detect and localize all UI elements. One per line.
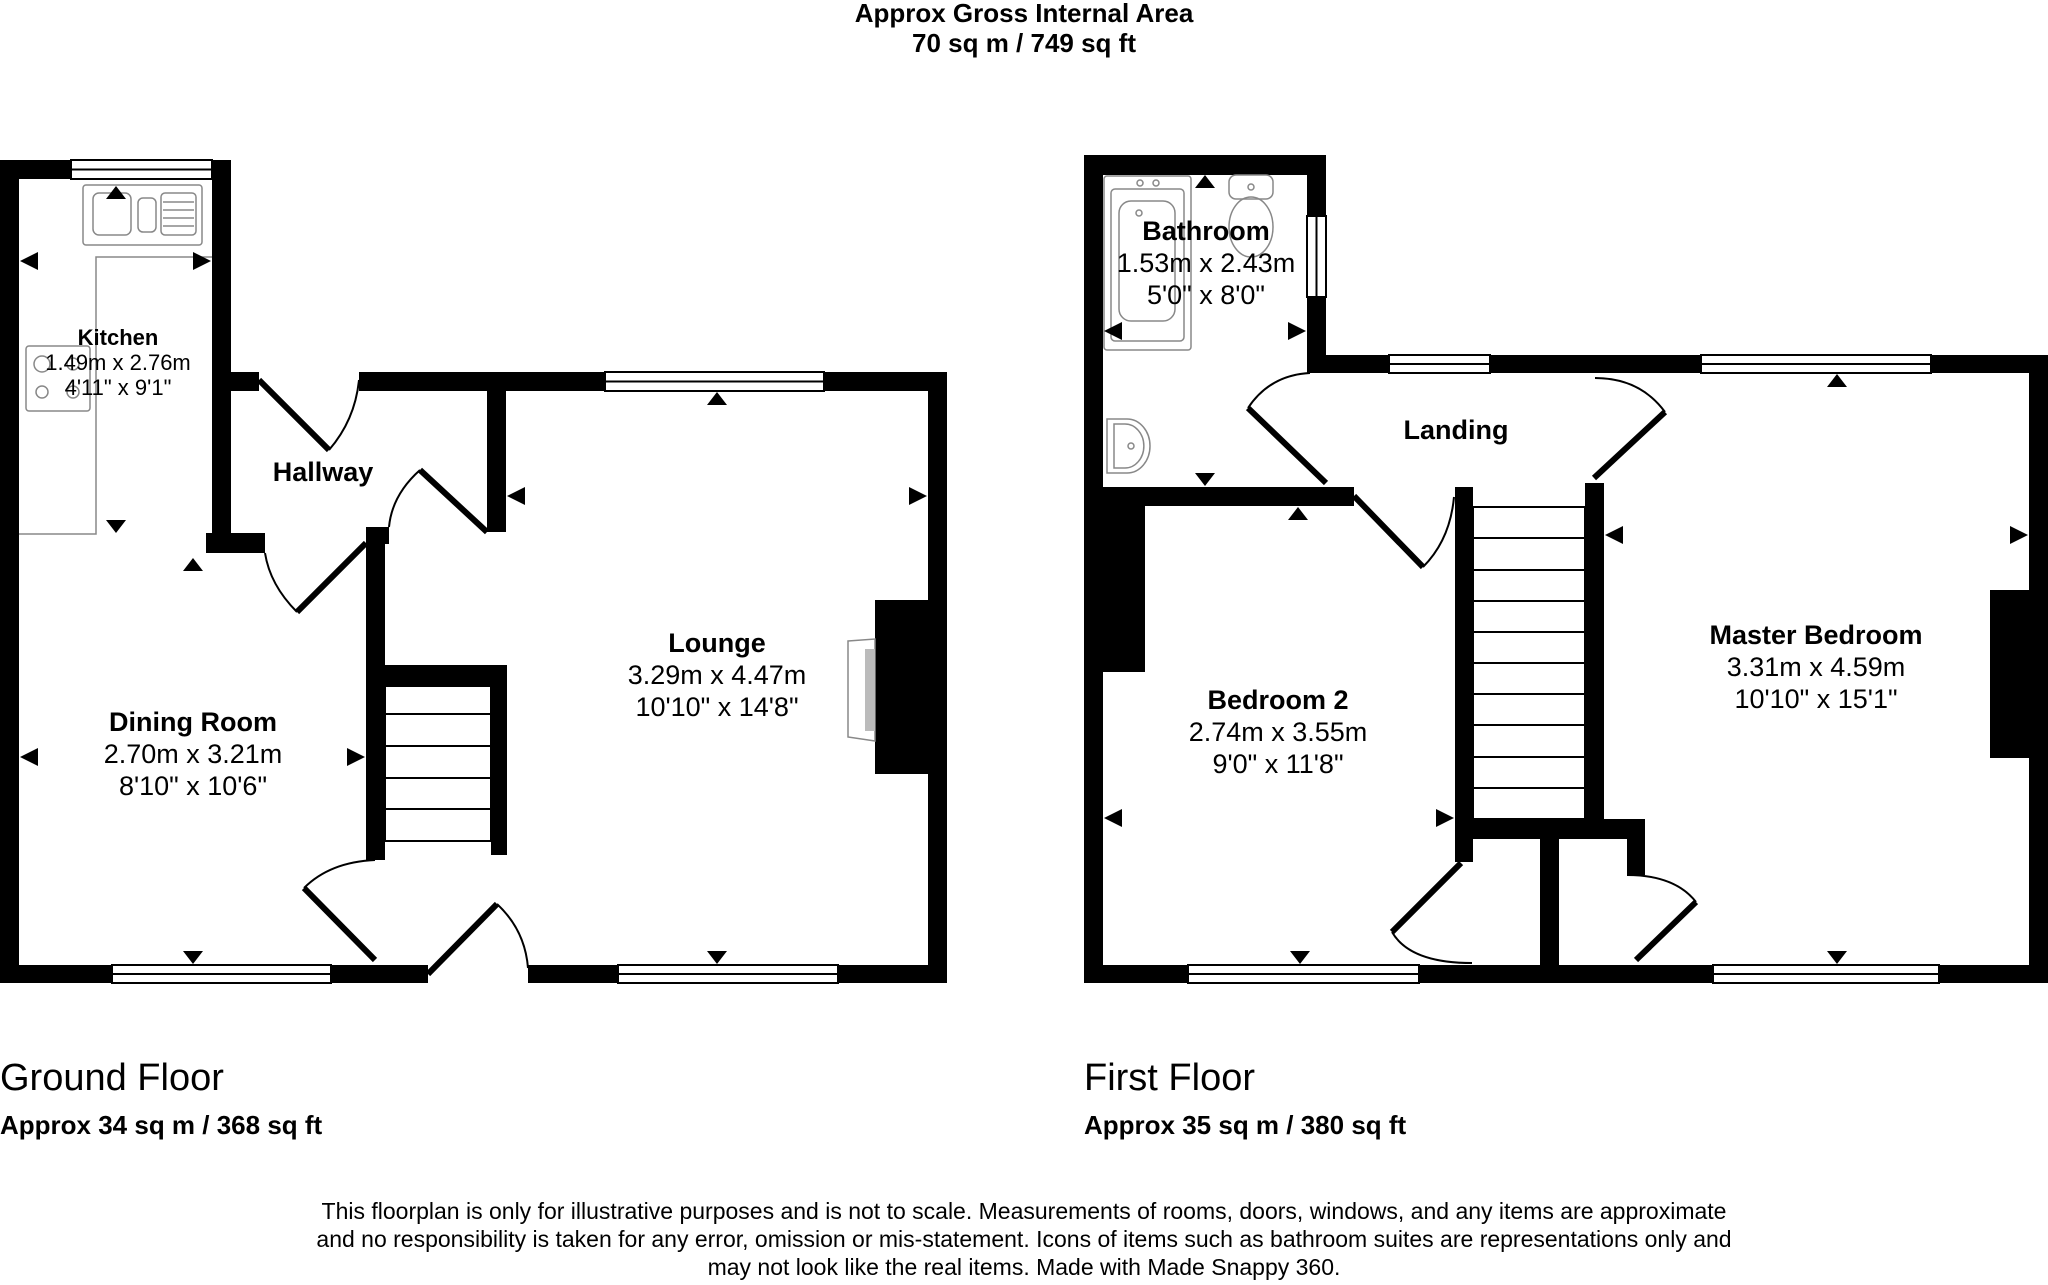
ground-stairs-icon xyxy=(384,685,492,842)
ground-floor-title: Ground Floor xyxy=(0,1057,224,1099)
ground-measurement-markers xyxy=(20,186,927,964)
kitchen-fixtures xyxy=(19,184,212,535)
room-label-kitchen: Kitchen 1.49m x 2.76m 4'11" x 9'1" xyxy=(45,325,191,400)
room-label-bathroom: Bathroom 1.53m x 2.43m 5'0" x 8'0" xyxy=(1116,216,1296,310)
ground-floor-walls xyxy=(0,160,947,983)
first-floor-area: Approx 35 sq m / 380 sq ft xyxy=(1084,1110,1407,1140)
toilet-icon xyxy=(1228,174,1274,258)
ground-floor-doors xyxy=(256,377,529,977)
sink-icon xyxy=(82,184,203,246)
gross-area-value: 70 sq m / 749 sq ft xyxy=(912,28,1136,58)
disclaimer-line-2: and no responsibility is taken for any e… xyxy=(316,1226,1732,1252)
room-label-hallway: Hallway xyxy=(272,457,374,487)
ground-floor-area: Approx 34 sq m / 368 sq ft xyxy=(0,1110,323,1140)
disclaimer-line-3: may not look like the real items. Made w… xyxy=(707,1254,1341,1280)
disclaimer-line-1: This floorplan is only for illustrative … xyxy=(321,1198,1727,1224)
first-floor-plan xyxy=(1084,155,2048,984)
basin-icon xyxy=(1106,418,1151,474)
gross-area-title: Approx Gross Internal Area xyxy=(854,0,1194,28)
bath-icon xyxy=(1103,175,1192,351)
first-floor-doors xyxy=(1245,372,1699,964)
ground-floor-windows xyxy=(70,159,839,984)
room-label-bedroom-2: Bedroom 2 2.74m x 3.55m 9'0" x 11'8" xyxy=(1188,685,1368,779)
ground-floor-plan xyxy=(0,159,947,984)
room-label-master-bedroom: Master Bedroom 3.31m x 4.59m 10'10" x 15… xyxy=(1709,620,1923,714)
first-measurement-markers xyxy=(1104,175,2028,964)
first-stairs-icon xyxy=(1472,506,1586,820)
room-label-landing: Landing xyxy=(1403,415,1509,445)
first-floor-windows xyxy=(1187,215,1940,984)
room-label-dining-room: Dining Room 2.70m x 3.21m 8'10" x 10'6" xyxy=(103,707,283,801)
bathroom-fixtures xyxy=(1103,174,1274,474)
first-floor-title: First Floor xyxy=(1084,1057,1255,1099)
hob-icon xyxy=(25,345,91,412)
fireplace-icon xyxy=(847,638,876,742)
room-label-lounge: Lounge 3.29m x 4.47m 10'10" x 14'8" xyxy=(627,628,807,722)
